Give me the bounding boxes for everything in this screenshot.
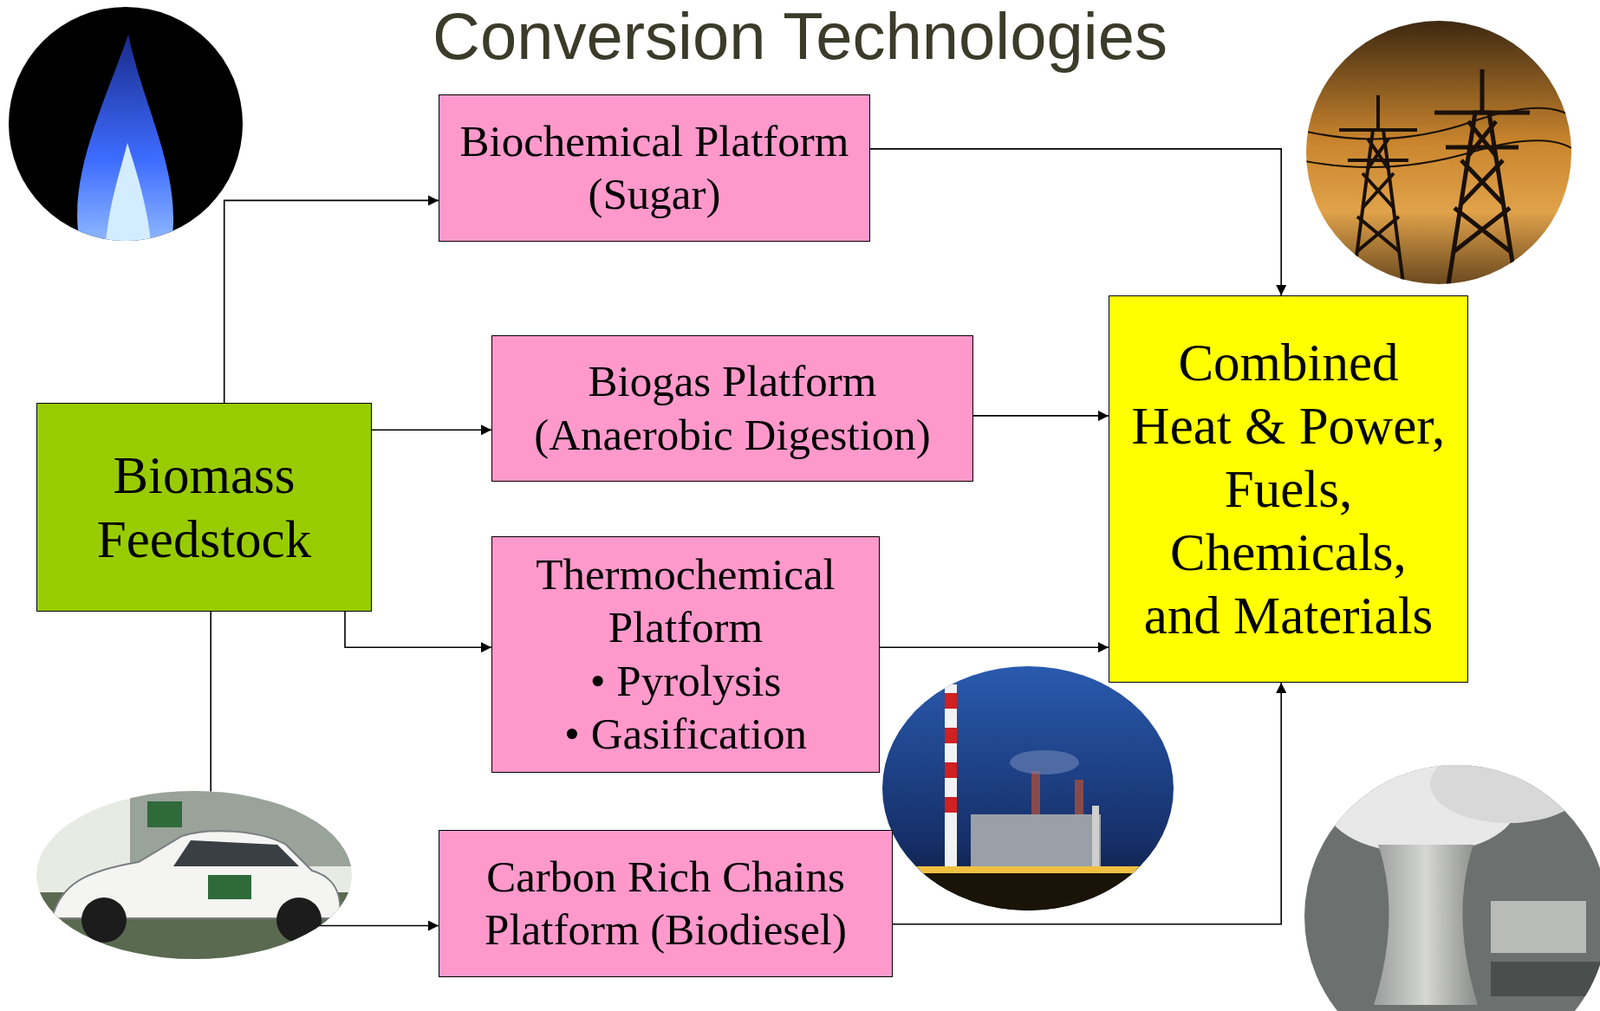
pylon-symbol [1339, 95, 1418, 291]
process-box: Combined Heat & Power, Fuels, Chemicals,… [1108, 295, 1469, 683]
connector-arrow [870, 149, 1282, 296]
flame-ground [0, 0, 261, 261]
connector-arrow [224, 200, 439, 404]
flame-outer [77, 34, 174, 243]
box-text: Biochemical Platform (Sugar) [450, 115, 858, 222]
garage-wall [130, 788, 356, 867]
car-wheel [81, 897, 127, 944]
flame-inner [105, 143, 151, 243]
box-text: • Gasification [564, 708, 807, 761]
parking-lot [1490, 962, 1600, 997]
box-text: Thermochemical Platform [520, 548, 853, 655]
flame-picture [0, 0, 261, 261]
connector-arrow [973, 415, 1109, 417]
cooling-tower [1373, 845, 1478, 1006]
diagram-title: Conversion Technologies [0, 3, 1600, 70]
box-text: Carbon Rich Chains Platform (Biodiesel) [475, 851, 857, 957]
plant-mast [1092, 806, 1100, 876]
plant-ground [875, 866, 1179, 919]
steam-cloud [1326, 758, 1517, 854]
power-plant-picture [875, 663, 1179, 919]
car-window [173, 840, 300, 867]
box-text: Combined Heat & Power, Fuels, Chemicals,… [1128, 331, 1449, 649]
steam-cloud [1430, 745, 1587, 824]
chimney-stripe [944, 693, 957, 709]
process-box: Thermochemical Platform• Pyrolysis• Gasi… [491, 536, 880, 774]
chimney [944, 684, 957, 867]
power-wire [1300, 140, 1587, 168]
cooling-tower-picture [1300, 745, 1600, 1011]
process-box: Biomass Feedstock [36, 403, 372, 612]
car-body [52, 831, 341, 919]
connector-arrow [210, 611, 439, 927]
chimney [1031, 771, 1041, 867]
pylon-legs [1447, 112, 1517, 291]
car-picture [34, 788, 356, 963]
pylon-symbol [1434, 69, 1530, 291]
sky-ground [1300, 17, 1578, 295]
pylon-arms [1434, 69, 1530, 148]
car-wheel [276, 897, 322, 944]
box-text: Biomass Feedstock [71, 443, 337, 571]
box-text: • Pyrolysis [590, 655, 782, 709]
pylon-bracing [1454, 121, 1510, 252]
chimney-stripe [944, 797, 957, 814]
pylon-arms [1339, 95, 1418, 161]
car-ground [34, 788, 356, 963]
grass [34, 892, 356, 963]
pylon-picture [1300, 17, 1587, 295]
plant-building [970, 814, 1101, 876]
connector-arrow [371, 429, 492, 431]
chimney-stripe [944, 728, 957, 744]
site-ground [1300, 762, 1600, 1011]
reactor-building [1490, 901, 1587, 954]
box-text: Biogas Platform (Anaerobic Digestion) [526, 355, 938, 462]
wall-sign [147, 801, 183, 828]
smoke [1009, 750, 1080, 775]
process-box: Carbon Rich Chains Platform (Biodiesel) [438, 830, 893, 978]
chimney [1074, 780, 1084, 867]
connector-arrow [892, 682, 1282, 925]
pylon-bracing [1357, 138, 1399, 252]
process-box: Biogas Platform (Anaerobic Digestion) [491, 335, 974, 482]
process-box: Biochemical Platform (Sugar) [438, 94, 871, 242]
car-sign [208, 875, 252, 900]
chimney-stripe [944, 762, 957, 779]
connector-arrow [879, 646, 1109, 649]
night-sky [875, 663, 1179, 915]
plant-lights [892, 866, 1153, 874]
connector-arrow [344, 611, 492, 648]
power-wire [1300, 108, 1587, 140]
pylon-legs [1352, 130, 1405, 291]
